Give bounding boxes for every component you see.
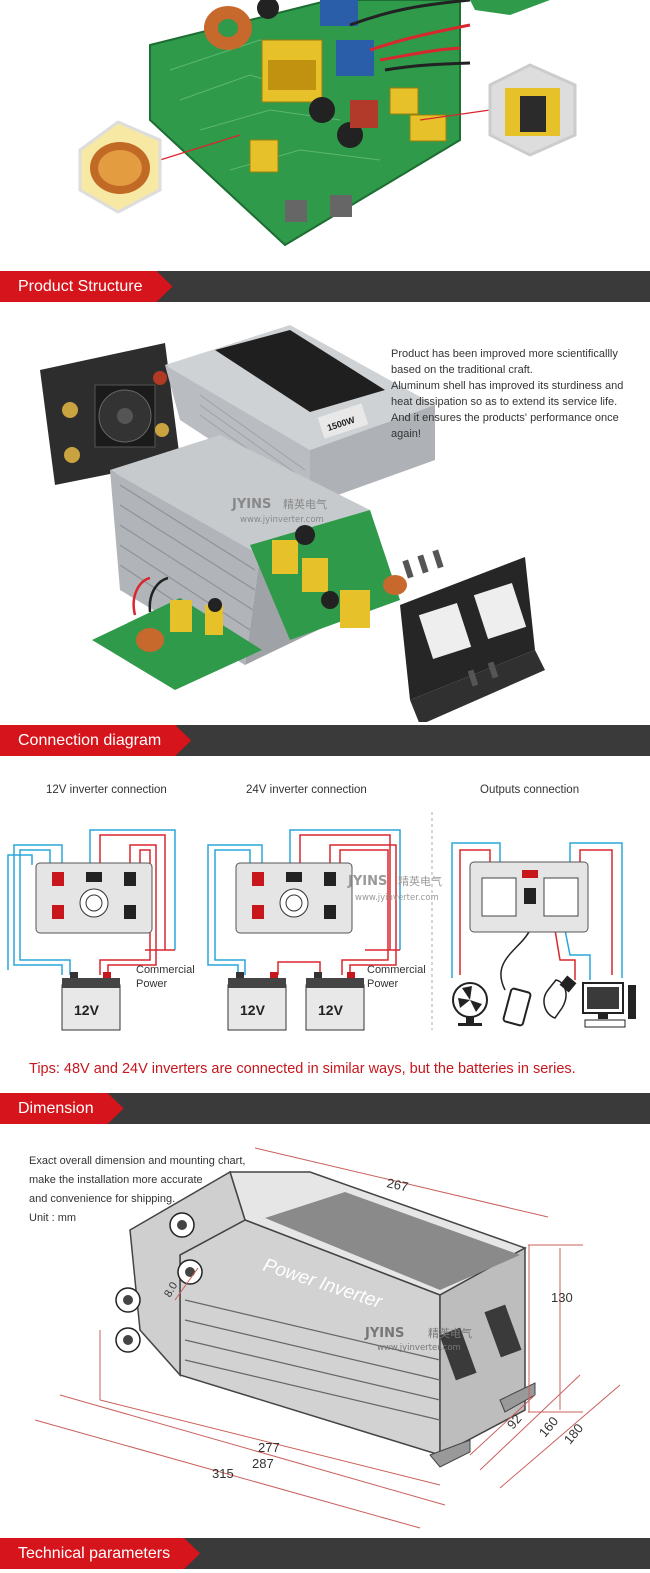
commercial-power-label: Commercial	[367, 964, 426, 976]
computer-device-icon	[582, 982, 636, 1028]
commercial-power-label: Power	[367, 978, 399, 990]
product-structure-description: Product has been improved more scientifi…	[391, 346, 641, 442]
dim-top: 267	[385, 1175, 409, 1194]
watermark-url: www.jyinverter.com	[377, 1343, 461, 1353]
section-title: Technical parameters	[0, 1538, 200, 1569]
ac-socket	[473, 582, 527, 640]
inverter-exploded-view: 1500W JYINS 精英电气 www.jyinverte	[40, 325, 545, 722]
battery-label: 12V	[318, 1002, 344, 1018]
dimension-drawing: Power Inverter 267	[34, 1147, 621, 1529]
dimension-text-line: make the installation more accurate	[29, 1174, 203, 1186]
section-title: Product Structure	[0, 271, 173, 302]
section-title: Connection diagram	[0, 725, 191, 756]
dimension-text-line: Unit : mm	[29, 1212, 77, 1224]
battery-label: 12V	[74, 1002, 100, 1018]
relay	[320, 0, 358, 26]
pcb-board	[150, 0, 460, 245]
small-pcb-board	[92, 598, 262, 690]
commercial-power-label: Power	[136, 978, 168, 990]
connection-tips: Tips: 48V and 24V inverters are connecte…	[29, 1061, 576, 1077]
label-24v-connection: 24V inverter connection	[246, 784, 367, 796]
watermark-brand: JYINS	[231, 497, 271, 512]
watermark-url: www.jyinverter.com	[355, 893, 439, 903]
dim-depth-3: 180	[561, 1421, 586, 1447]
dimension-text-line: Exact overall dimension and mounting cha…	[29, 1155, 246, 1167]
phone-device-icon	[502, 987, 532, 1027]
battery-label: 12V	[240, 1002, 266, 1018]
dimension-text-line: and convenience for shipping.	[29, 1193, 176, 1205]
watermark-cn: 精英电气	[428, 1326, 472, 1340]
inverter-panel	[215, 330, 385, 412]
dim-height: 130	[551, 1290, 573, 1305]
fan-device-icon	[452, 982, 488, 1026]
dim-base-3: 315	[212, 1466, 234, 1481]
watermark-brand: JYINS	[347, 874, 387, 889]
ac-socket	[543, 877, 579, 917]
diagram-outputs	[451, 842, 636, 1028]
dim-depth-2: 160	[536, 1414, 561, 1440]
structure-text-line: Aluminum shell has improved its sturdine…	[391, 380, 624, 408]
battery-12v	[227, 984, 287, 1031]
diagram-12v: 12V Commercial Power	[7, 829, 195, 1031]
watermark-url: www.jyinverter.com	[240, 515, 324, 525]
pcb-board-image	[78, 0, 577, 247]
bulb-device-icon	[543, 975, 577, 1019]
section-bar-dimension: Dimension	[0, 1093, 650, 1124]
dimension-description: Exact overall dimension and mounting cha…	[29, 1152, 269, 1228]
terminal-posts	[115, 1212, 203, 1353]
watermark-cn: 精英电气	[283, 497, 327, 511]
commercial-power-label: Commercial	[136, 964, 195, 976]
battery-12v	[61, 984, 121, 1031]
label-12v-connection: 12V inverter connection	[46, 784, 167, 796]
section-title: Dimension	[0, 1093, 124, 1124]
connection-diagram: 12V Commercial Power 12V 12V	[7, 812, 636, 1031]
diagram-24v: 12V 12V Commercial Power	[207, 829, 426, 1031]
ac-socket	[418, 602, 472, 660]
ac-socket	[481, 877, 517, 917]
ac-socket	[439, 1327, 477, 1381]
ac-socket	[484, 1304, 522, 1358]
dim-base-1: 277	[258, 1440, 280, 1455]
section-bar-technical: Technical parameters	[0, 1538, 650, 1569]
watermark-cn: 精英电气	[398, 874, 442, 888]
section-bar-product-structure: Product Structure	[0, 271, 650, 302]
section-bar-connection: Connection diagram	[0, 725, 650, 756]
watermark-brand: JYINS	[364, 1326, 404, 1341]
label-outputs-connection: Outputs connection	[480, 784, 580, 796]
dim-base-2: 287	[252, 1456, 274, 1471]
structure-text-line: And it ensures the products' performance…	[391, 412, 619, 440]
structure-text-line: Product has been improved more scientifi…	[391, 348, 618, 376]
